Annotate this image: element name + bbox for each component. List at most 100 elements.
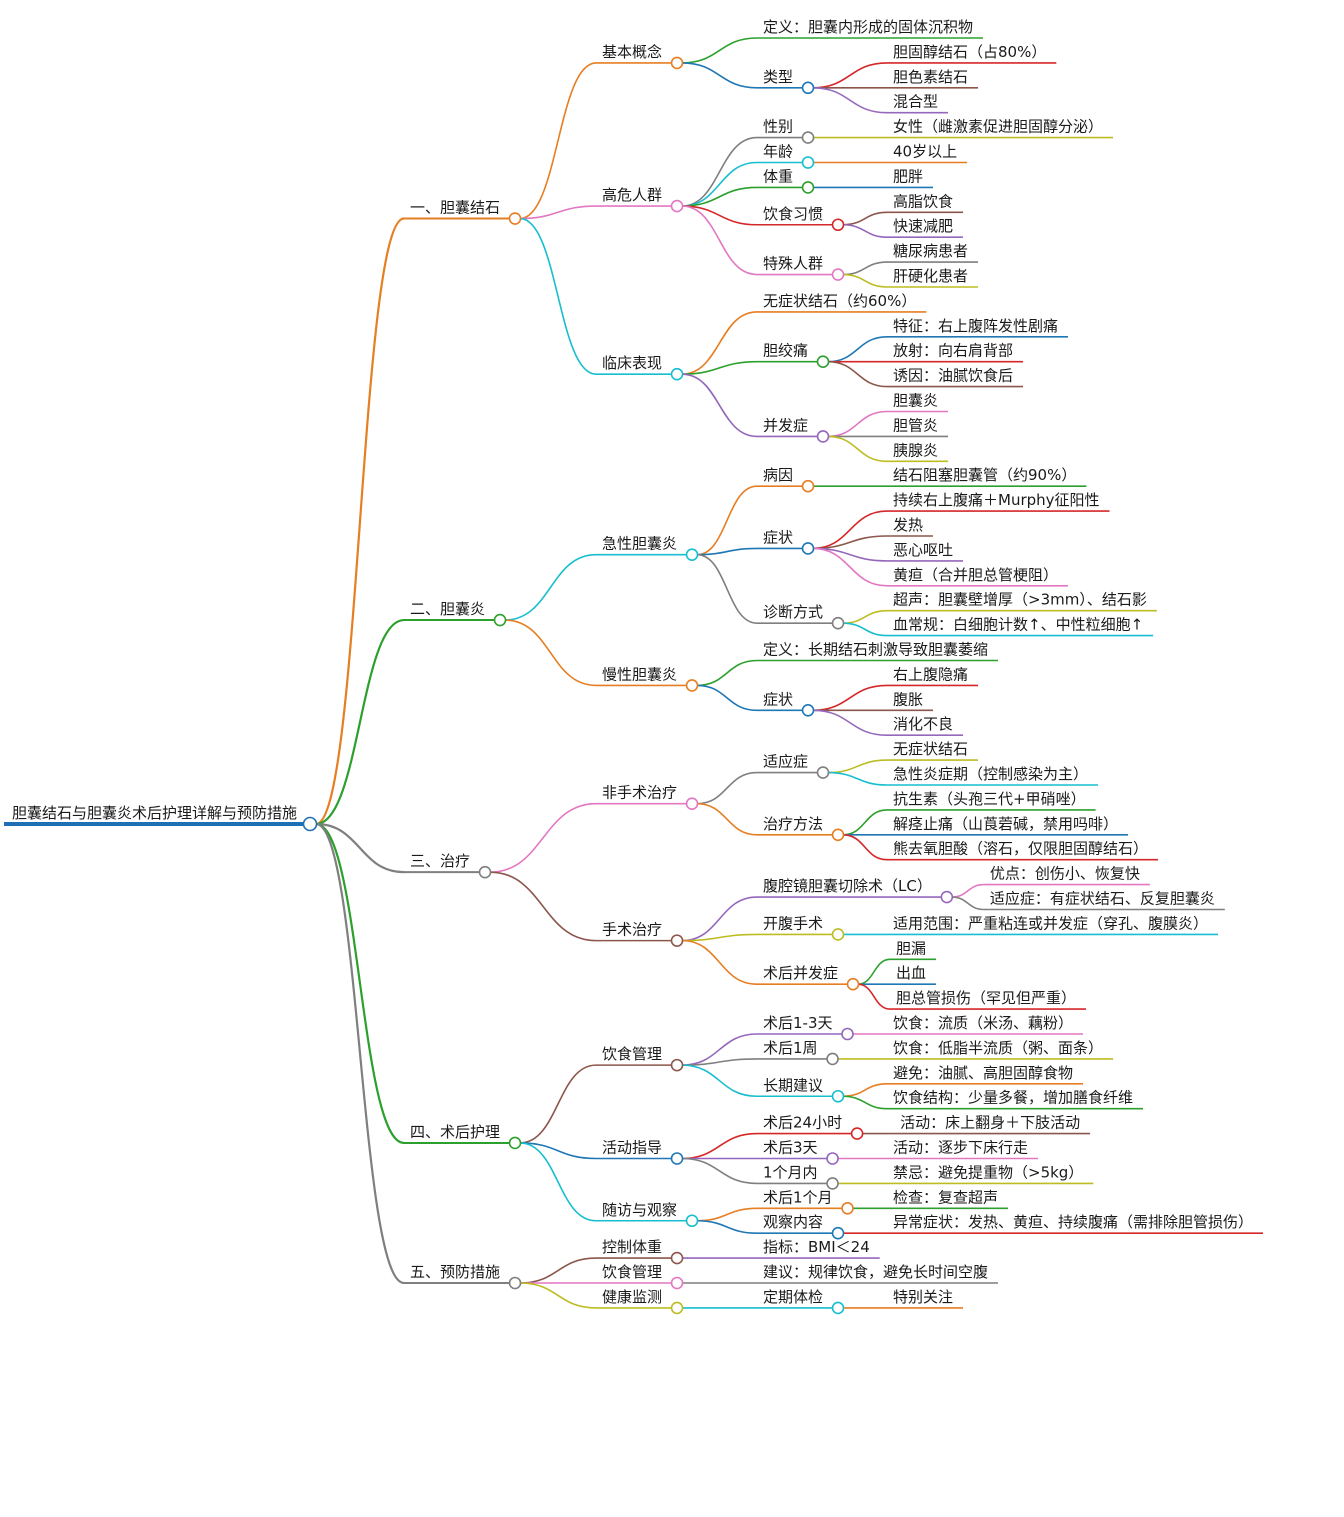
- node-label: 胆管炎: [893, 416, 938, 434]
- node-label: 特征：右上腹阵发性剧痛: [893, 317, 1058, 335]
- node-label: 随访与观察: [602, 1201, 677, 1219]
- node-label: 定期体检: [763, 1288, 823, 1306]
- connector-line: [682, 1132, 758, 1160]
- connector-line: [520, 1257, 597, 1284]
- collapse-toggle-icon[interactable]: [801, 542, 815, 555]
- collapse-toggle-icon[interactable]: [826, 1052, 839, 1066]
- node-label: 术后1周: [763, 1039, 818, 1057]
- collapse-toggle-icon[interactable]: [826, 1177, 839, 1190]
- collapse-toggle-icon[interactable]: [801, 703, 815, 717]
- collapse-toggle-icon[interactable]: [670, 1152, 684, 1165]
- connector-line: [813, 510, 888, 550]
- connector-line: [857, 983, 891, 1010]
- connector-line: [697, 771, 758, 805]
- node-label: 混合型: [893, 93, 938, 111]
- collapse-toggle-icon[interactable]: [670, 367, 684, 381]
- node-label: 胆总管损伤（罕见但严重）: [896, 989, 1076, 1007]
- connector-line: [697, 659, 758, 687]
- collapse-toggle-icon[interactable]: [801, 81, 815, 95]
- node-label: 胆囊炎: [893, 392, 938, 410]
- collapse-toggle-icon[interactable]: [826, 1152, 839, 1165]
- node-label: 术后24小时: [763, 1114, 842, 1132]
- collapse-toggle-icon[interactable]: [831, 1226, 845, 1240]
- collapse-toggle-icon[interactable]: [493, 613, 507, 627]
- collapse-toggle-icon[interactable]: [685, 1214, 699, 1228]
- node-label: 手术治疗: [602, 921, 662, 939]
- connector-line: [828, 759, 888, 774]
- node-label: 体重: [763, 167, 793, 185]
- node-label: 四、术后护理: [410, 1123, 500, 1141]
- collapse-toggle-icon[interactable]: [831, 218, 845, 232]
- collapse-toggle-icon[interactable]: [801, 156, 815, 169]
- collapse-toggle-icon[interactable]: [670, 199, 684, 213]
- node-label: 饮食：流质（米汤、藕粉）: [893, 1014, 1073, 1032]
- collapse-toggle-icon[interactable]: [670, 56, 684, 70]
- connector-line: [682, 62, 758, 89]
- collapse-toggle-icon[interactable]: [670, 1301, 684, 1315]
- collapse-toggle-icon[interactable]: [302, 816, 318, 832]
- connector-line: [490, 871, 597, 942]
- node-label: 出血: [896, 964, 926, 982]
- node-label: 避免：油腻、高胆固醇食物: [893, 1064, 1073, 1082]
- connector-line: [682, 373, 758, 438]
- collapse-toggle-icon[interactable]: [685, 797, 699, 810]
- node-label: 饮食：低脂半流质（粥、面条）: [893, 1039, 1103, 1057]
- collapse-toggle-icon[interactable]: [816, 766, 830, 779]
- collapse-toggle-icon[interactable]: [831, 268, 845, 281]
- collapse-toggle-icon[interactable]: [841, 1202, 854, 1215]
- collapse-toggle-icon[interactable]: [846, 977, 860, 991]
- node-label: 肥胖: [893, 167, 923, 185]
- connector-line: [315, 822, 405, 1285]
- collapse-toggle-icon[interactable]: [841, 1027, 854, 1041]
- collapse-toggle-icon[interactable]: [831, 928, 845, 941]
- connector-line: [520, 1142, 597, 1222]
- collapse-toggle-icon[interactable]: [801, 131, 815, 144]
- node-label: 熊去氧胆酸（溶石，仅限胆固醇结石）: [893, 840, 1148, 858]
- collapse-toggle-icon[interactable]: [670, 1276, 684, 1290]
- collapse-toggle-icon[interactable]: [508, 212, 522, 225]
- node-label: 临床表现: [602, 354, 662, 372]
- collapse-toggle-icon[interactable]: [831, 616, 845, 630]
- connector-line: [843, 622, 888, 637]
- node-label: 建议：规律饮食，避免长时间空腹: [763, 1263, 988, 1281]
- collapse-toggle-icon[interactable]: [670, 934, 684, 947]
- node-label: 胆绞痛: [763, 342, 808, 360]
- connector-line: [682, 933, 758, 942]
- collapse-toggle-icon[interactable]: [831, 1301, 845, 1315]
- collapse-toggle-icon[interactable]: [801, 479, 815, 493]
- collapse-toggle-icon[interactable]: [831, 1089, 845, 1103]
- node-label: 症状: [763, 528, 793, 546]
- connector-line: [315, 618, 405, 826]
- node-label: 基本概念: [602, 43, 662, 61]
- collapse-toggle-icon[interactable]: [816, 355, 830, 369]
- connector-line: [697, 1207, 758, 1222]
- node-label: 快速减肥: [893, 217, 953, 235]
- connector-line: [843, 1095, 888, 1110]
- collapse-toggle-icon[interactable]: [685, 548, 699, 561]
- node-label: 指标：BMI＜24: [763, 1238, 870, 1256]
- collapse-toggle-icon[interactable]: [478, 865, 492, 879]
- connector-line: [828, 410, 888, 438]
- collapse-toggle-icon[interactable]: [670, 1251, 684, 1265]
- node-label: 活动指导: [602, 1139, 662, 1157]
- collapse-toggle-icon[interactable]: [508, 1276, 522, 1290]
- connector-line: [520, 1142, 597, 1160]
- collapse-toggle-icon[interactable]: [940, 890, 954, 904]
- node-label: 检查：复查超声: [893, 1188, 998, 1206]
- connector-line: [315, 217, 405, 826]
- connector-line: [697, 802, 758, 836]
- collapse-toggle-icon[interactable]: [850, 1127, 864, 1140]
- node-label: 慢性胆囊炎: [602, 665, 677, 683]
- connector-line: [519, 62, 597, 220]
- connector-line: [951, 883, 984, 898]
- node-label: 适用范围：严重粘连或并发症（穿孔、腹膜炎）: [893, 914, 1208, 932]
- collapse-toggle-icon[interactable]: [801, 181, 815, 194]
- collapse-toggle-icon[interactable]: [685, 679, 699, 692]
- connector-line: [843, 261, 888, 276]
- collapse-toggle-icon[interactable]: [670, 1058, 684, 1072]
- collapse-toggle-icon[interactable]: [508, 1136, 522, 1150]
- collapse-toggle-icon[interactable]: [816, 430, 830, 443]
- node-label: 无症状结石（约60%）: [763, 292, 916, 310]
- node-label: 放射：向右肩背部: [893, 342, 1013, 360]
- collapse-toggle-icon[interactable]: [831, 828, 845, 842]
